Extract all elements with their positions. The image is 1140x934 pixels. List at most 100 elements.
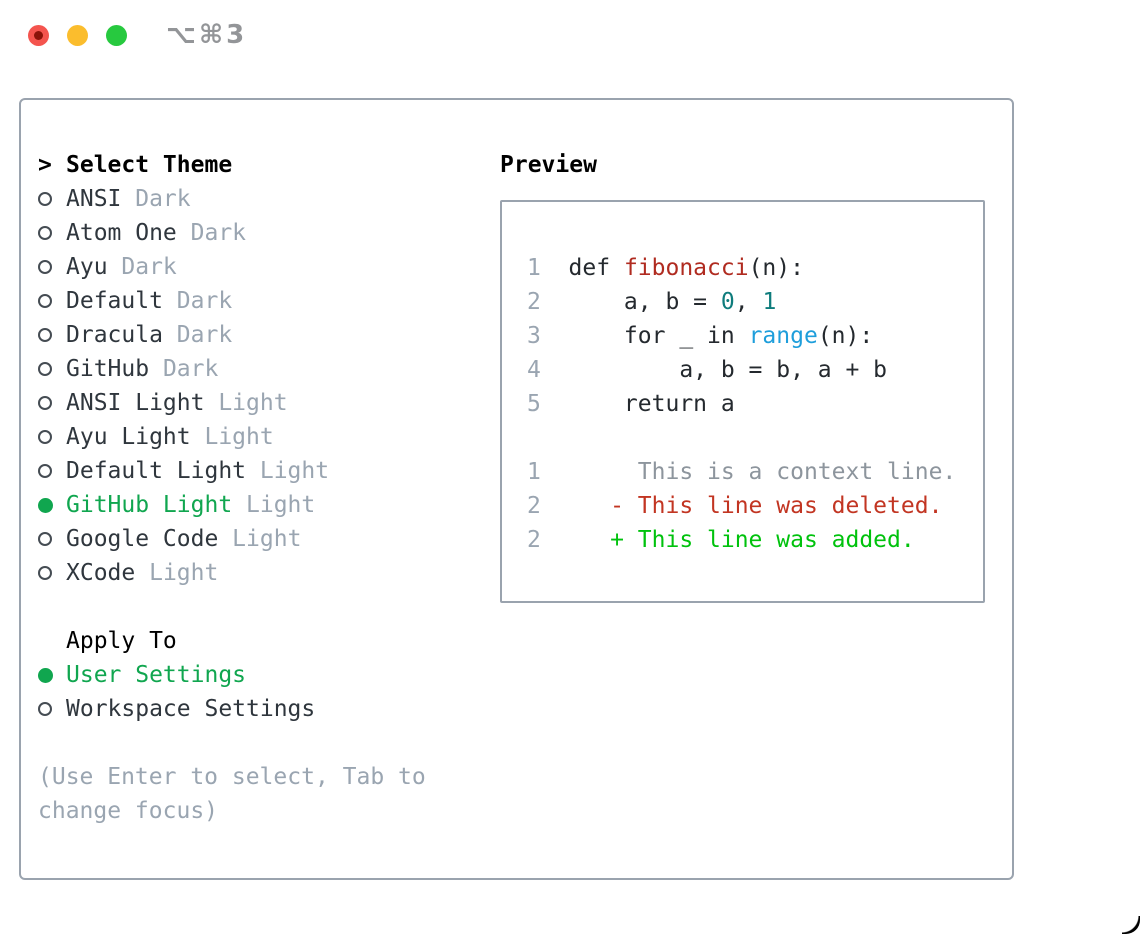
radio-icon	[38, 702, 66, 716]
code-token-ln: 2	[527, 493, 569, 519]
code-token-ctx: This is a context line.	[568, 459, 957, 485]
apply-option-user-settings[interactable]: User Settings	[38, 658, 426, 692]
apply-to-title: Apply To	[66, 628, 177, 654]
option-label: Dracula	[66, 322, 163, 348]
radio-ring	[38, 328, 52, 342]
traffic-lights	[28, 25, 127, 46]
option-label: Default Light	[66, 458, 247, 484]
close-button[interactable]	[28, 25, 49, 46]
code-token-pl: for _ in	[568, 323, 749, 349]
theme-option-default-light[interactable]: Default Light Light	[38, 454, 426, 488]
code-token-pl: def	[568, 255, 624, 281]
radio-ring	[38, 396, 52, 410]
code-token-num: 1	[762, 289, 777, 315]
radio-icon	[38, 328, 66, 342]
option-label: User Settings	[66, 662, 247, 688]
theme-option-xcode[interactable]: XCode Light	[38, 556, 426, 590]
hint-text-line2: change focus)	[38, 798, 219, 824]
code-token-pl: return a	[568, 391, 735, 417]
radio-selected-icon	[38, 667, 66, 683]
option-variant-label: Light	[246, 458, 330, 484]
radio-selected-icon	[38, 497, 66, 513]
option-label: ANSI	[66, 186, 122, 212]
option-variant-label: Dark	[149, 356, 219, 382]
theme-option-ansi[interactable]: ANSI Dark	[38, 182, 426, 216]
code-token-fn: fibonacci	[623, 255, 749, 281]
code-line: 2 + This line was added.	[527, 523, 983, 557]
radio-ring	[38, 294, 52, 308]
option-variant-label: Dark	[176, 220, 247, 246]
radio-icon	[38, 260, 66, 274]
code-token-pl: a, b =	[568, 289, 721, 315]
code-token-num: 0	[720, 289, 735, 315]
radio-ring	[38, 430, 52, 444]
option-variant-label: Light	[218, 526, 302, 552]
code-line: 3 for _ in range(n):	[527, 319, 983, 353]
theme-option-default[interactable]: Default Dark	[38, 284, 426, 318]
radio-icon	[38, 532, 66, 546]
corner-notch	[1122, 916, 1140, 934]
code-token-add: + This line was added.	[568, 527, 915, 553]
code-token-ln: 3	[527, 323, 569, 349]
code-token-ln: 2	[527, 289, 569, 315]
option-label: GitHub	[66, 356, 150, 382]
radio-ring	[38, 464, 52, 478]
apply-option-workspace-settings[interactable]: Workspace Settings	[38, 692, 426, 726]
window-shortcut-label: ⌥⌘3	[166, 20, 248, 50]
code-line: 5 return a	[527, 387, 983, 421]
code-token-ln: 5	[527, 391, 569, 417]
theme-option-ayu[interactable]: Ayu Dark	[38, 250, 426, 284]
code-line: 4 a, b = b, a + b	[527, 353, 983, 387]
radio-icon	[38, 396, 66, 410]
select-theme-header: >Select Theme	[38, 148, 426, 182]
apply-to-header: Apply To	[38, 624, 426, 658]
code-line: 2 a, b = 0, 1	[527, 285, 983, 319]
theme-option-ansi-light[interactable]: ANSI Light Light	[38, 386, 426, 420]
prompt-arrow-icon: >	[38, 152, 52, 178]
radio-ring	[38, 532, 52, 546]
option-variant-label: Light	[135, 560, 219, 586]
option-variant-label: Dark	[107, 254, 177, 280]
zoom-button[interactable]	[106, 25, 127, 46]
hint-text-line1: (Use Enter to select, Tab to	[38, 764, 426, 790]
code-token-pl: (n):	[817, 323, 874, 349]
option-label: Google Code	[66, 526, 219, 552]
theme-option-github-light[interactable]: GitHub Light Light	[38, 488, 426, 522]
theme-option-google-code[interactable]: Google Code Light	[38, 522, 426, 556]
radio-icon	[38, 294, 66, 308]
theme-option-github[interactable]: GitHub Dark	[38, 352, 426, 386]
theme-option-dracula[interactable]: Dracula Dark	[38, 318, 426, 352]
code-line: 1 This is a context line.	[527, 455, 983, 489]
theme-option-ayu-light[interactable]: Ayu Light Light	[38, 420, 426, 454]
code-token-call: range	[748, 323, 818, 349]
spacer-row	[38, 726, 426, 760]
option-label: Workspace Settings	[66, 696, 316, 722]
theme-option-atom-one[interactable]: Atom One Dark	[38, 216, 426, 250]
radio-dot	[38, 497, 53, 513]
code-token-pl: (n):	[748, 255, 804, 281]
radio-icon	[38, 430, 66, 444]
code-token-pl: a, b = b, a + b	[568, 357, 888, 383]
preview-title: Preview	[500, 152, 597, 178]
radio-ring	[38, 260, 52, 274]
code-token-ln: 1	[527, 459, 569, 485]
radio-ring	[38, 192, 52, 206]
code-token-ln: 1	[527, 255, 569, 281]
spacer-row	[38, 590, 426, 624]
radio-icon	[38, 566, 66, 580]
code-token-ln: 4	[527, 357, 569, 383]
minimize-button[interactable]	[67, 25, 88, 46]
option-variant-label: Light	[232, 492, 316, 518]
radio-ring	[38, 702, 52, 716]
option-label: GitHub Light	[66, 492, 233, 518]
option-label: Ayu	[66, 254, 108, 280]
option-variant-label: Dark	[121, 186, 191, 212]
radio-icon	[38, 226, 66, 240]
code-token-ln: 2	[527, 527, 569, 553]
option-label: XCode	[66, 560, 136, 586]
